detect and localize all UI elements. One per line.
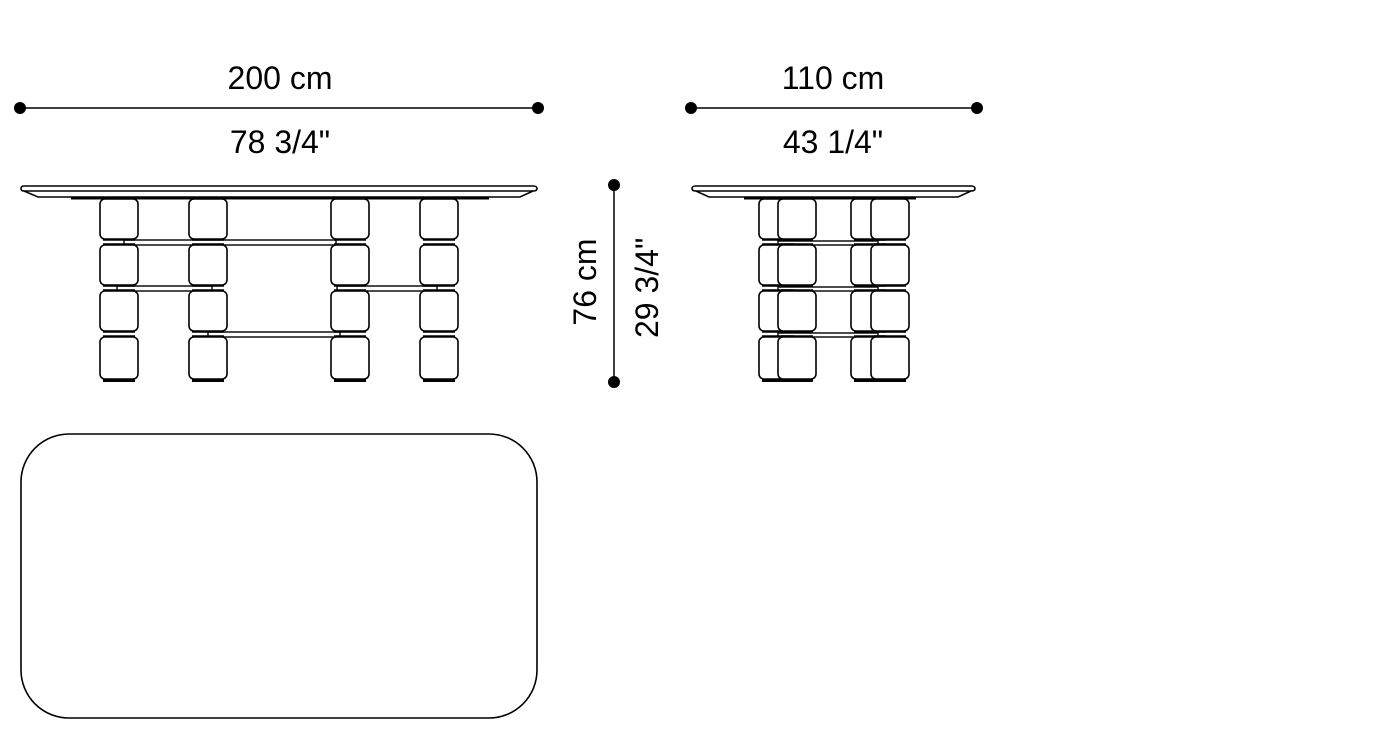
front-elevation-view [20, 185, 538, 383]
length-imperial-label: 78 3/4" [229, 124, 331, 160]
depth-dimension-line [685, 102, 983, 114]
endpoint-dot-icon [685, 102, 697, 114]
length-metric-label: 200 cm [227, 60, 333, 96]
depth-imperial-label: 43 1/4" [782, 124, 884, 160]
endpoint-dot-icon [608, 179, 620, 191]
length-dimension-line [14, 102, 544, 114]
height-dimension-line [608, 179, 620, 388]
endpoint-dot-icon [532, 102, 544, 114]
depth-metric-label: 110 cm [781, 60, 885, 96]
endpoint-dot-icon [608, 376, 620, 388]
endpoint-dot-icon [971, 102, 983, 114]
plan-view [20, 433, 538, 719]
side-elevation-view [691, 185, 976, 383]
endpoint-dot-icon [14, 102, 26, 114]
